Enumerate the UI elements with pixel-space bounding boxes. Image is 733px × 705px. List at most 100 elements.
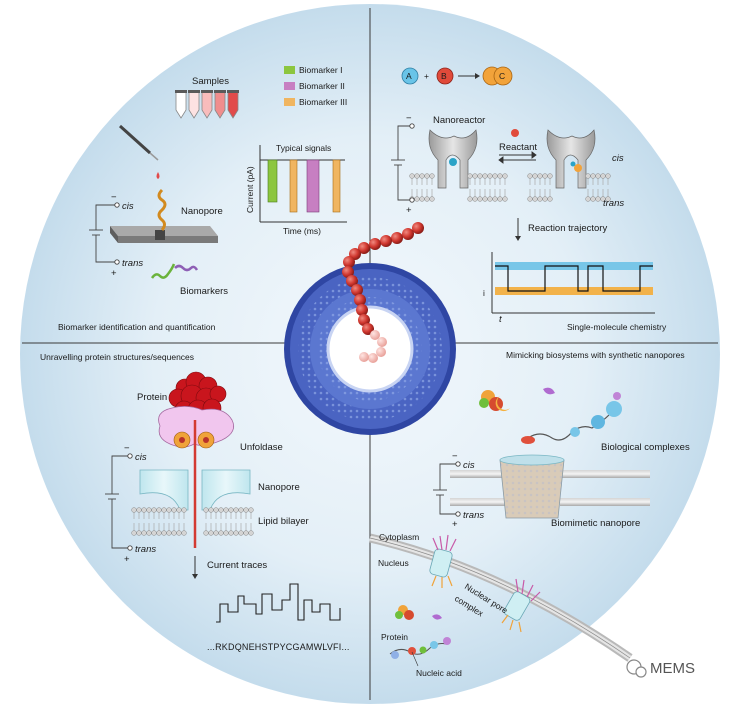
typical-signals-label: Typical signals: [276, 143, 331, 153]
biomimetic-nanopore-label: Biomimetic nanopore: [551, 518, 640, 529]
reaction-trajectory-label: Reaction trajectory: [528, 223, 607, 234]
pipette-icon: [118, 124, 160, 179]
lipid-head: [502, 196, 508, 202]
peptide-bead: [380, 235, 392, 247]
lipid-head: [527, 173, 533, 179]
legend-biomarker-ii: Biomarker II: [299, 81, 345, 91]
lipid-head: [146, 530, 152, 536]
biomarkers-icon: [150, 263, 199, 279]
top-right-title: Single-molecule chemistry: [567, 322, 667, 332]
central-nanopore-ring: [284, 263, 456, 435]
sequence-label: ...RKDQNEHSTPYCGAMWLVFI...: [207, 642, 350, 652]
current-trace-line: [216, 583, 341, 623]
protein-label: Protein: [137, 392, 167, 403]
plus-sign-br: +: [452, 519, 458, 530]
lipid-head: [590, 196, 596, 202]
plus-sign-tr: +: [406, 205, 412, 216]
cis-label-bl: cis: [135, 452, 147, 463]
lipid-head: [141, 530, 147, 536]
lipid-head: [243, 530, 249, 536]
peptide-bead: [342, 266, 354, 278]
nuclear-envelope: [368, 533, 633, 662]
cytoplasm-label: Cytoplasm: [379, 532, 419, 542]
lipid-head: [238, 530, 244, 536]
quadrant-top-left: Samples Biomarker I Biomarker II Biomark…: [58, 65, 347, 332]
lipid-head: [228, 530, 234, 536]
current-i-label: i: [483, 288, 485, 298]
lipid-head: [492, 173, 498, 179]
lipid-head: [472, 173, 478, 179]
biomarkers-label: Biomarkers: [180, 286, 228, 297]
lipid-head: [537, 173, 543, 179]
peptide-bead: [391, 232, 403, 244]
peptide-bead: [346, 275, 358, 287]
lipid-head: [208, 507, 214, 513]
reactant-label: Reactant: [499, 142, 537, 153]
lipid-head: [161, 530, 167, 536]
peptide-bead: [356, 304, 368, 316]
plus-sign-bl: +: [124, 554, 130, 565]
lipid-head: [477, 196, 483, 202]
lipid-head: [590, 173, 596, 179]
trajectory-arrow: [515, 218, 521, 241]
lipid-head: [542, 196, 548, 202]
lipid-head: [213, 507, 219, 513]
lipid-head: [542, 173, 548, 179]
lipid-head: [429, 196, 435, 202]
lipid-head: [181, 530, 187, 536]
lipid-head: [136, 507, 142, 513]
lipid-head: [151, 507, 157, 513]
circuit-top-right: [391, 123, 415, 203]
trans-label-tr: trans: [603, 198, 624, 209]
peptide-bead: [343, 256, 355, 268]
lipid-head: [171, 507, 177, 513]
lipid-head: [156, 530, 162, 536]
quadrant-top-right: A + B C Nanoreactor Reactant: [391, 66, 667, 332]
lipid-head: [248, 530, 254, 536]
time-t-label: t: [499, 314, 502, 325]
samples-label: Samples: [192, 76, 229, 87]
trajectory-trace: [491, 252, 655, 314]
lipid-head: [203, 507, 209, 513]
lipid-head: [595, 173, 601, 179]
nucleic-acid-label: Nucleic acid: [416, 668, 462, 678]
lipid-head: [482, 173, 488, 179]
floating-molecules-bottom: [389, 605, 451, 667]
peptide-bead: [377, 337, 387, 347]
lipid-head: [487, 196, 493, 202]
plus-sign-tl: +: [111, 268, 117, 279]
biological-complexes-label: Biological complexes: [601, 442, 690, 453]
peptide-bead: [351, 284, 363, 296]
peptide-bead: [358, 242, 370, 254]
protein-nanopore: [139, 469, 251, 511]
lipid-head: [141, 507, 147, 513]
lipid-head: [532, 196, 538, 202]
minus-sign-bl: −: [124, 443, 130, 454]
cis-label-tl: cis: [122, 201, 134, 212]
lipid-head: [136, 530, 142, 536]
circuit-bottom-right: [433, 461, 461, 517]
lipid-head: [176, 530, 182, 536]
lipid-head: [585, 173, 591, 179]
current-traces-label: Current traces: [207, 560, 267, 571]
bilayer-top-right: [409, 173, 611, 202]
lipid-head: [605, 196, 611, 202]
lipid-head: [497, 173, 503, 179]
nanopore-label-bl: Nanopore: [258, 482, 300, 493]
legend-biomarker-iii: Biomarker III: [299, 97, 347, 107]
lipid-head: [547, 196, 553, 202]
lipid-head: [161, 507, 167, 513]
lipid-head: [213, 530, 219, 536]
lipid-head: [181, 507, 187, 513]
lipid-head: [203, 530, 209, 536]
lipid-head: [171, 530, 177, 536]
lipid-head: [429, 173, 435, 179]
nanopore-membrane: [110, 188, 218, 243]
peptide-bead: [412, 222, 424, 234]
lipid-head: [497, 196, 503, 202]
lipid-head: [595, 196, 601, 202]
lipid-head: [477, 173, 483, 179]
lipid-head: [414, 173, 420, 179]
lipid-head: [176, 507, 182, 513]
lipid-head: [228, 507, 234, 513]
